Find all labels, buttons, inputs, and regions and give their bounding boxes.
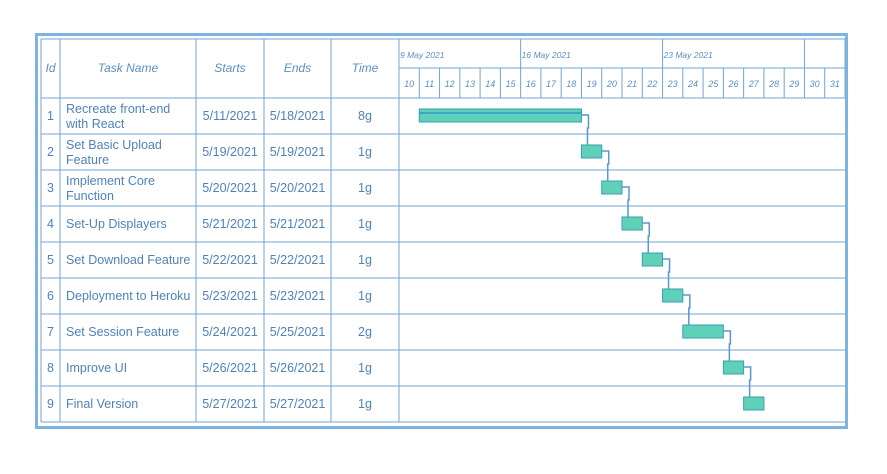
header-task-name: Task Name: [98, 61, 159, 75]
task-start: 5/24/2021: [202, 325, 258, 339]
day-tick: 23: [667, 79, 678, 89]
task-bar: [662, 288, 684, 303]
task-start: 5/11/2021: [203, 109, 258, 123]
task-end: 5/18/2021: [270, 109, 326, 123]
dependency-connector: [743, 366, 752, 397]
task-end: 5/19/2021: [270, 145, 326, 159]
day-tick: 15: [505, 79, 516, 89]
header-time: Time: [352, 61, 379, 75]
dependency-connector: [601, 150, 610, 181]
task-start: 5/27/2021: [202, 397, 258, 411]
dependency-connector: [622, 186, 630, 217]
task-id: 5: [47, 253, 54, 267]
dependency-connector: [682, 294, 691, 325]
task-name: Recreate front-end: [66, 102, 170, 116]
day-tick: 14: [485, 79, 495, 89]
task-id: 4: [47, 217, 54, 231]
day-tick: 11: [425, 79, 434, 89]
task-name: Set Session Feature: [66, 325, 179, 339]
task-duration: 1g: [358, 145, 372, 159]
week-label: 16 May 2021: [522, 50, 571, 60]
task-name: Function: [66, 189, 114, 203]
task-end: 5/21/2021: [270, 217, 326, 231]
task-end: 5/27/2021: [270, 397, 326, 411]
task-bar: [682, 324, 724, 339]
day-tick: 30: [810, 79, 820, 89]
task-bar: [722, 360, 745, 375]
dependency-connector: [662, 258, 671, 289]
task-bar: [641, 252, 664, 267]
day-tick: 18: [566, 79, 576, 89]
task-bar: [621, 216, 643, 231]
task-start: 5/23/2021: [202, 289, 258, 303]
day-tick: 26: [727, 79, 738, 89]
task-name: Set-Up Displayers: [66, 217, 167, 231]
task-duration: 1g: [358, 217, 372, 231]
task-name: with React: [65, 117, 125, 131]
task-name: Final Version: [66, 397, 138, 411]
task-name: Improve UI: [66, 361, 127, 375]
week-label: 23 May 2021: [663, 50, 713, 60]
day-tick: 17: [546, 79, 557, 89]
task-duration: 1g: [358, 397, 372, 411]
day-tick: 28: [768, 79, 779, 89]
task-id: 3: [47, 181, 54, 195]
day-tick: 27: [748, 79, 760, 89]
task-start: 5/26/2021: [202, 361, 258, 375]
task-start: 5/22/2021: [202, 253, 258, 267]
task-duration: 1g: [358, 181, 372, 195]
task-id: 8: [47, 361, 54, 375]
dependency-connector: [723, 330, 732, 361]
task-end: 5/25/2021: [270, 325, 326, 339]
task-start: 5/19/2021: [202, 145, 258, 159]
task-duration: 1g: [358, 361, 372, 375]
task-duration: 1g: [358, 289, 372, 303]
week-label: 9 May 2021: [400, 50, 445, 60]
day-tick: 22: [646, 79, 657, 89]
day-tick: 10: [404, 79, 414, 89]
task-start: 5/21/2021: [202, 217, 258, 231]
dependency-connector: [642, 222, 651, 253]
day-tick: 16: [526, 79, 536, 89]
day-tick: 19: [587, 79, 597, 89]
day-tick: 31: [830, 79, 840, 89]
dependency-connector: [581, 114, 590, 145]
task-name: Set Basic Upload: [66, 138, 162, 152]
day-tick: 13: [465, 79, 475, 89]
task-name: Implement Core: [66, 174, 155, 188]
day-tick: 12: [445, 79, 455, 89]
day-tick: 25: [707, 79, 719, 89]
task-bar: [601, 180, 623, 195]
day-tick: 21: [626, 79, 637, 89]
task-id: 6: [47, 289, 54, 303]
task-id: 1: [47, 109, 54, 123]
task-end: 5/22/2021: [270, 253, 326, 267]
task-bar: [743, 396, 765, 411]
header-ends: Ends: [284, 61, 311, 75]
task-bar: [580, 144, 603, 159]
task-name: Deployment to Heroku: [66, 289, 190, 303]
task-end: 5/20/2021: [270, 181, 326, 195]
task-bar: [418, 108, 582, 123]
header-id: Id: [45, 61, 55, 75]
task-id: 9: [47, 397, 54, 411]
day-tick: 24: [687, 79, 698, 89]
gantt-chart: Id Task Name Starts Ends Time 9 May 2021 16 Ma…: [35, 33, 848, 429]
task-id: 2: [47, 145, 54, 159]
day-tick: 29: [788, 79, 799, 89]
header-starts: Starts: [214, 61, 245, 75]
task-duration: 8g: [358, 109, 372, 123]
task-start: 5/20/2021: [202, 181, 258, 195]
task-name: Feature: [66, 153, 109, 167]
task-end: 5/26/2021: [270, 361, 326, 375]
day-tick: 20: [606, 79, 617, 89]
task-duration: 2g: [358, 325, 372, 339]
task-duration: 1g: [358, 253, 372, 267]
task-name: Set Download Feature: [66, 253, 190, 267]
gantt-svg: Id Task Name Starts Ends Time 9 May 2021 16 Ma…: [40, 38, 845, 423]
task-end: 5/23/2021: [270, 289, 326, 303]
task-id: 7: [47, 325, 54, 339]
